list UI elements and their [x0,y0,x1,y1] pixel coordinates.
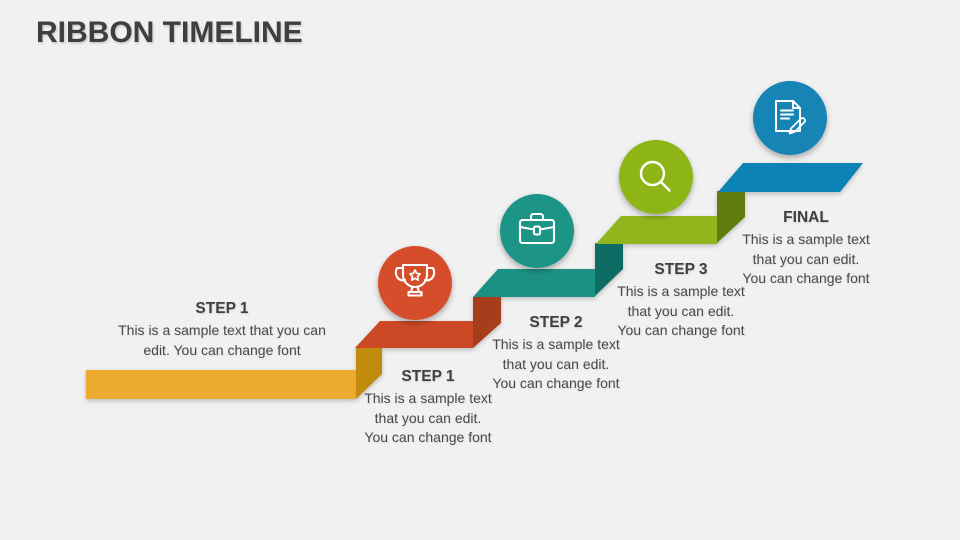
step-label: STEP 1 [195,300,249,317]
ribbon-band-5 [718,163,863,192]
ribbon-band-1 [86,370,356,399]
ribbon-fold-4 [717,191,745,243]
ribbon-band-4 [596,216,717,244]
slide-title: RIBBON TIMELINE [36,16,303,49]
step-label: STEP 2 [529,314,583,331]
ribbon-band-2 [355,321,473,348]
step-2-badge [378,246,452,320]
step-text-1: STEP 1 This is a sample text that you ca… [117,300,327,360]
ribbon-band-3 [473,269,595,297]
trophy-icon [394,263,436,297]
step-text-4: STEP 3 This is a sample text that you ca… [617,261,745,341]
ribbon-fold-2 [473,297,501,348]
step-label: STEP 1 [401,368,455,385]
briefcase-icon [518,212,556,245]
badge-circle [378,246,452,320]
ribbon-fold-3 [595,243,623,296]
badge-circle [500,194,574,268]
ribbon-steps [86,163,863,399]
step-body: This is a sample text that you can edit.… [742,231,870,286]
step-body: This is a sample text that you can edit.… [118,322,326,358]
step-label: FINAL [783,209,829,226]
step-3-badge [500,194,574,268]
step-text-2: STEP 1 This is a sample text that you ca… [364,368,492,448]
step-4-badge [619,140,693,214]
step-label: STEP 3 [654,261,708,278]
step-text-5: FINAL This is a sample text that you can… [742,209,870,289]
step-body: This is a sample text that you can edit.… [617,283,745,338]
step-5-badge [753,81,827,155]
step-text-3: STEP 2 This is a sample text that you ca… [492,314,620,394]
step-body: This is a sample text that you can edit.… [364,390,492,445]
step-body: This is a sample text that you can edit.… [492,336,620,391]
document-edit-icon [775,100,806,135]
ribbon-fold-1 [356,348,382,399]
badge-circle [753,81,827,155]
search-icon [639,160,671,192]
badge-circle [619,140,693,214]
